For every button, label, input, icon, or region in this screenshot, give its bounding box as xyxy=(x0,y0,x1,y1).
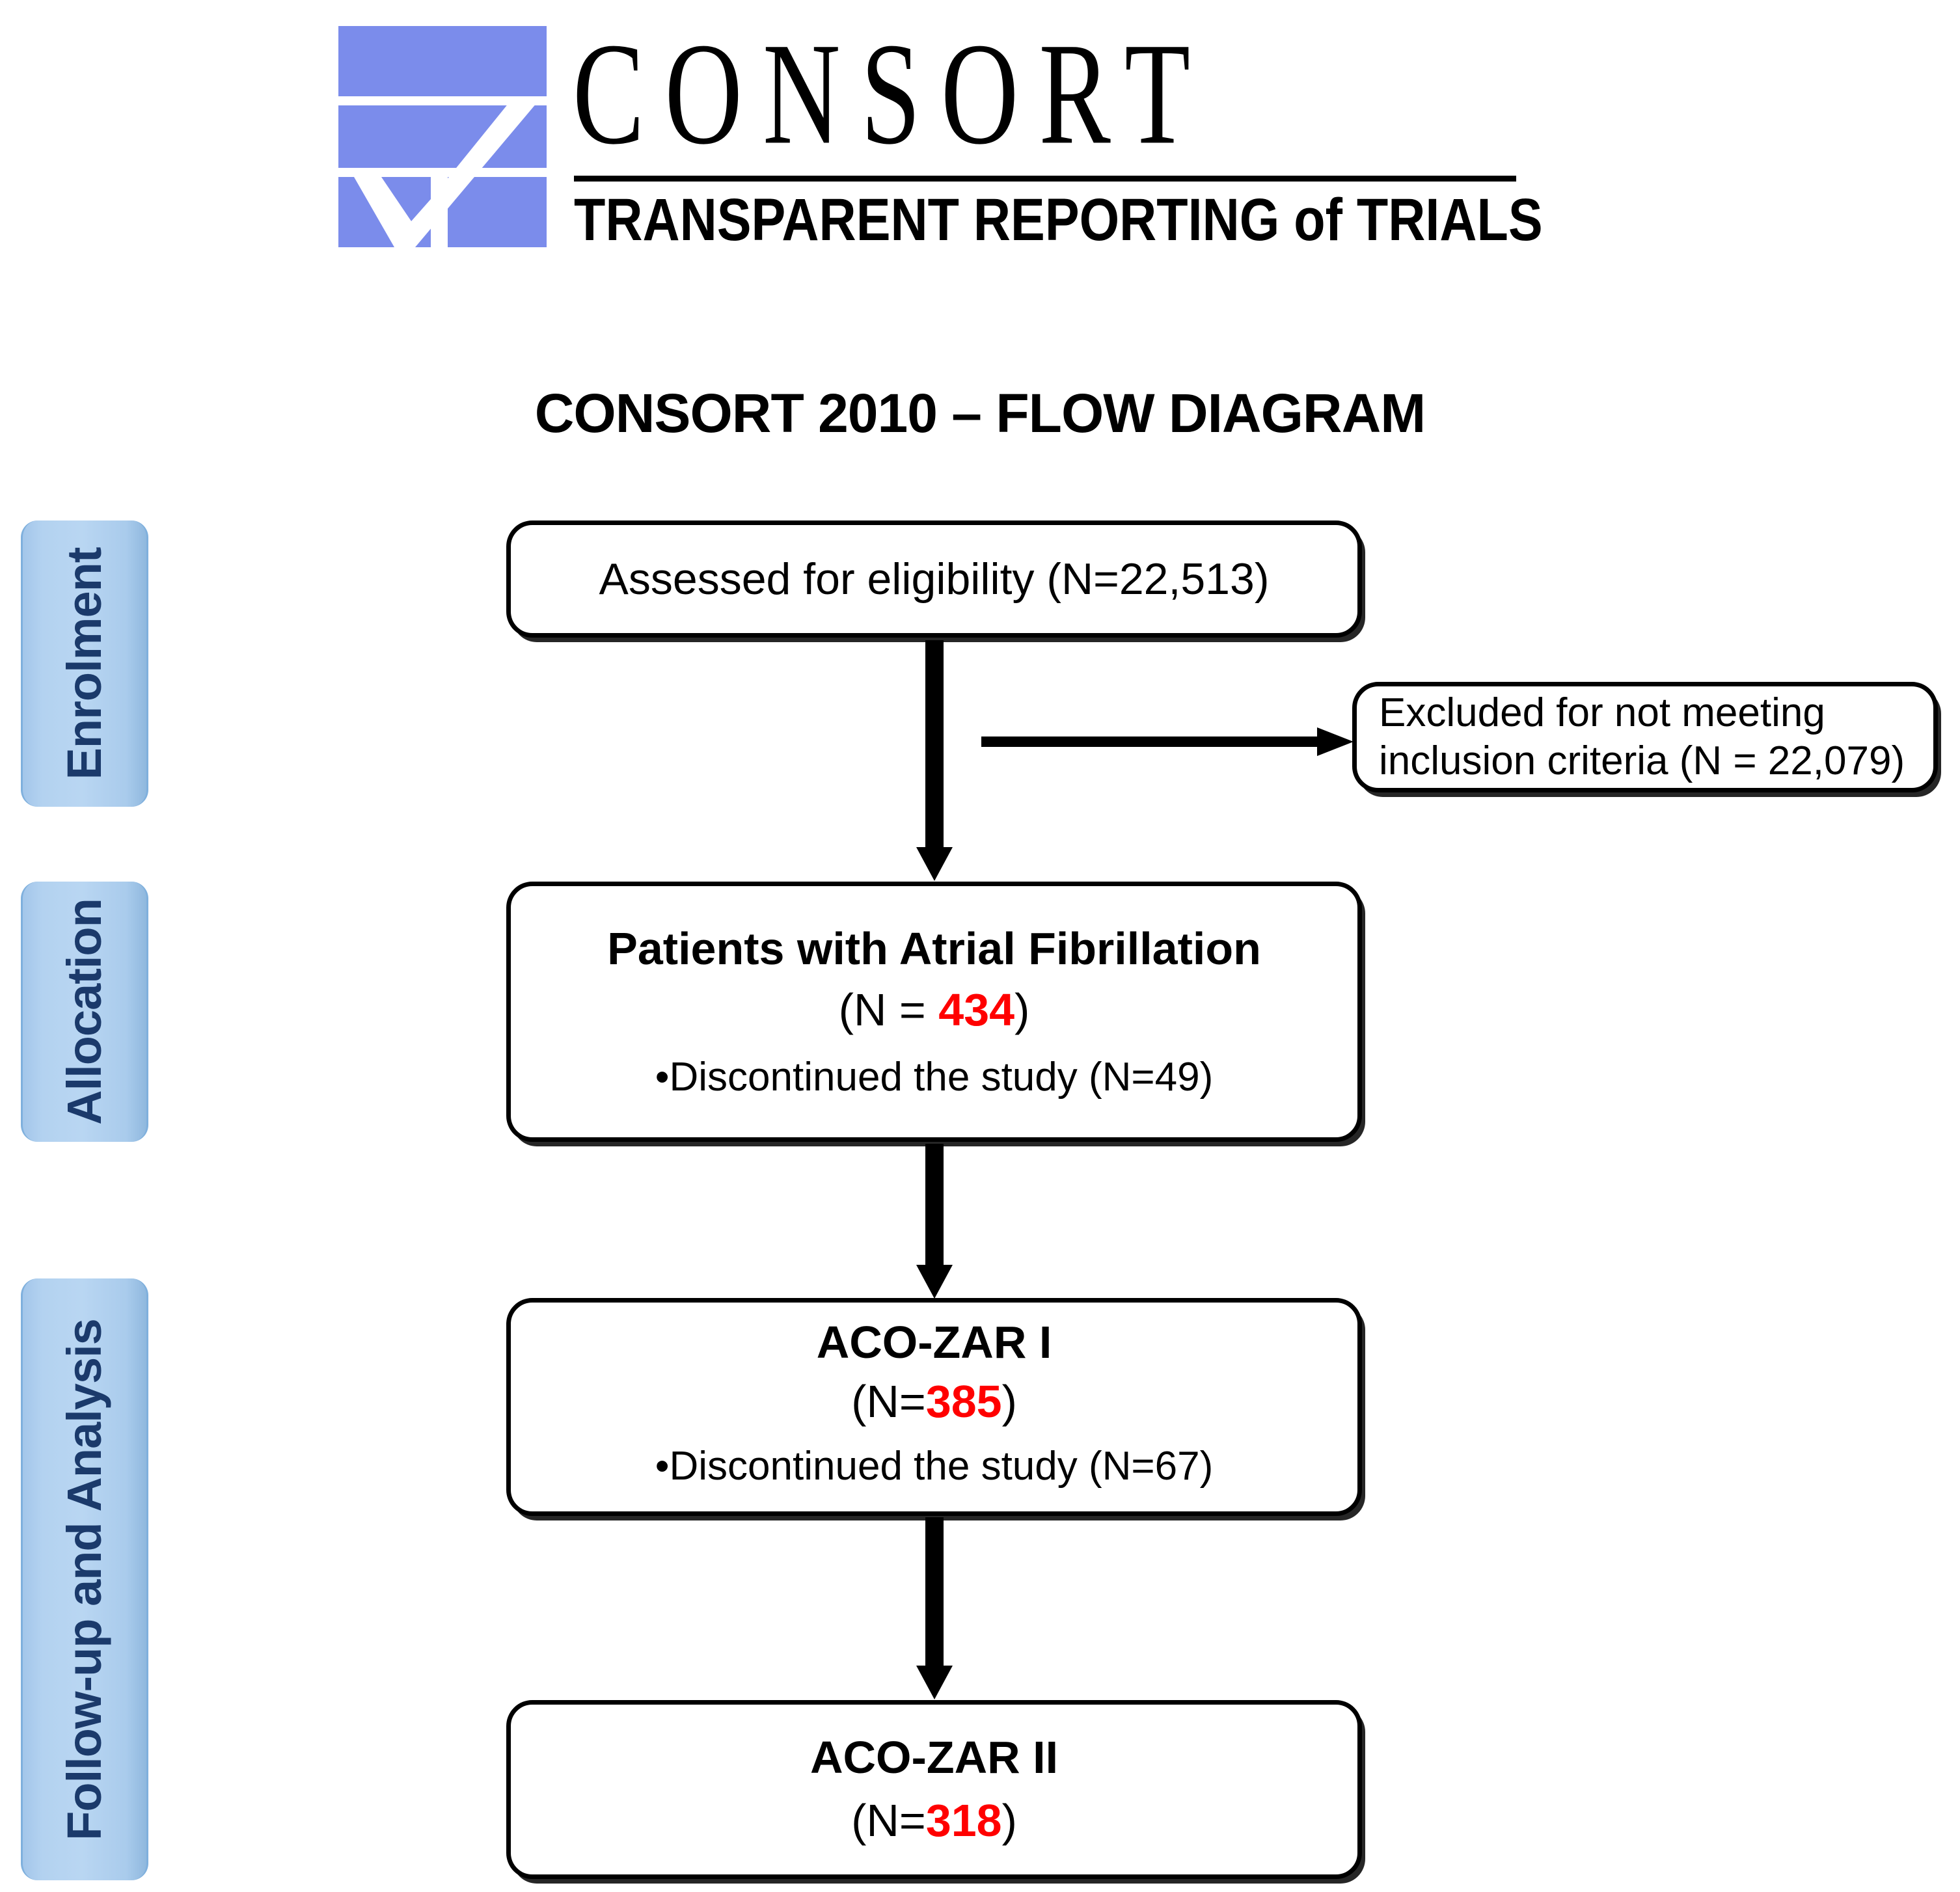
arrow-head-down-icon xyxy=(916,1265,953,1299)
aco2-count-prefix: (N= xyxy=(851,1794,926,1846)
consort-bars-checkmark-icon xyxy=(338,26,547,247)
logo-tagline: TRANSPARENT REPORTING of TRIALS xyxy=(574,187,1543,253)
stage-chip-label-allocation: Allocation xyxy=(57,899,111,1125)
aco1-count-value: 385 xyxy=(925,1375,1002,1427)
aco1-count: (N=385) xyxy=(511,1370,1357,1433)
arrow-head-down-icon xyxy=(916,1666,953,1699)
arrow-shaft xyxy=(925,640,944,847)
arrow-head-right-icon xyxy=(1317,727,1354,756)
af-count-suffix: ) xyxy=(1014,984,1030,1035)
aco1-count-suffix: ) xyxy=(1001,1375,1017,1427)
aco1-title: ACO-ZAR I xyxy=(816,1316,1052,1368)
flow-node-aco-zar-2: ACO-ZAR II (N=318) xyxy=(506,1700,1362,1879)
aco1-count-prefix: (N= xyxy=(851,1375,926,1427)
arrow-shaft xyxy=(925,1144,944,1265)
assessed-line: Assessed for eligibility (N=22,513) xyxy=(599,554,1270,604)
logo-divider-rule xyxy=(574,176,1516,182)
arrow-shaft xyxy=(981,737,1320,747)
flow-node-excluded: Excluded for not meeting inclusion crite… xyxy=(1352,682,1938,792)
aco2-title: ACO-ZAR II xyxy=(810,1731,1059,1783)
aco2-count-suffix: ) xyxy=(1001,1794,1017,1846)
aco2-count: (N=318) xyxy=(511,1788,1357,1853)
stage-chip-label-enrolment: Enrolment xyxy=(57,547,111,780)
excluded-line-2: inclusion criteria (N = 22,079) xyxy=(1379,738,1905,783)
arrow-down-atrial-fibrillation-to-aco-zar-1 xyxy=(895,1144,973,1299)
arrow-shaft xyxy=(925,1517,944,1666)
logo-wordmark: CONSORT xyxy=(573,12,1211,175)
page-title: CONSORT 2010 – FLOW DIAGRAM xyxy=(534,383,1426,444)
arrow-down-assessed-to-atrial-fibrillation xyxy=(895,640,973,881)
af-count-value: 434 xyxy=(938,984,1015,1035)
arrow-down-aco-zar-1-to-aco-zar-2 xyxy=(895,1517,973,1699)
aco2-count-value: 318 xyxy=(925,1794,1002,1846)
stage-chip-label-followup: Follow-up and Analysis xyxy=(57,1318,111,1841)
flow-node-aco-zar-1: ACO-ZAR I (N=385) •Discontinued the stud… xyxy=(506,1298,1362,1516)
excluded-line-1: Excluded for not meeting xyxy=(1379,690,1825,735)
af-count: (N = 434) xyxy=(511,977,1357,1042)
stage-chip-enrolment: Enrolment xyxy=(21,520,148,807)
flow-node-assessed-for-eligibility: Assessed for eligibility (N=22,513) xyxy=(506,520,1362,638)
aco1-bullet-discontinued: •Discontinued the study (N=67) xyxy=(655,1443,1214,1489)
stage-chip-allocation: Allocation xyxy=(21,882,148,1142)
consort-logo: CONSORT TRANSPARENT REPORTING of TRIALS xyxy=(338,12,1555,252)
af-count-prefix: (N = xyxy=(838,984,939,1035)
arrow-head-down-icon xyxy=(916,847,953,881)
af-bullet-discontinued: •Discontinued the study (N=49) xyxy=(655,1055,1214,1100)
stage-chip-followup-and-analysis: Follow-up and Analysis xyxy=(21,1278,148,1880)
af-title: Patients with Atrial Fibrillation xyxy=(607,923,1261,974)
flow-node-atrial-fibrillation: Patients with Atrial Fibrillation (N = 4… xyxy=(506,882,1362,1142)
arrow-right-to-excluded xyxy=(981,727,1354,756)
